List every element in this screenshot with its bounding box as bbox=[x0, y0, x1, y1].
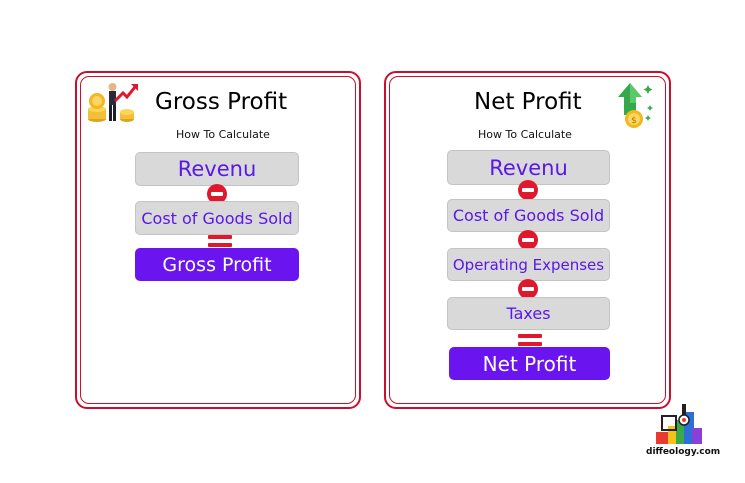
gross-profit-result-box: Gross Profit bbox=[135, 248, 299, 281]
svg-text:$: $ bbox=[631, 116, 637, 126]
diffeology-logo-icon bbox=[656, 404, 702, 444]
minus-operator bbox=[207, 184, 227, 204]
minus-operator bbox=[518, 230, 538, 250]
card-inner-border bbox=[389, 76, 666, 404]
operating-expenses-box: Operating Expenses bbox=[447, 248, 610, 281]
brand-text: diffeology.com bbox=[646, 447, 721, 457]
taxes-box: Taxes bbox=[447, 297, 610, 330]
revenue-box: Revenu bbox=[447, 150, 610, 185]
minus-operator bbox=[518, 180, 538, 200]
card-subtitle: How To Calculate bbox=[478, 128, 572, 141]
businessman-coins-chart-icon bbox=[88, 83, 138, 122]
net-profit-result-box: Net Profit bbox=[449, 347, 610, 380]
revenue-box: Revenu bbox=[135, 152, 299, 186]
equals-operator bbox=[518, 334, 542, 346]
cost-of-goods-sold-box: Cost of Goods Sold bbox=[135, 201, 299, 235]
card-title: Net Profit bbox=[474, 89, 582, 115]
net-profit-card: Net Profit $ How To Calculate Revenu Cos… bbox=[384, 71, 671, 409]
card-subtitle: How To Calculate bbox=[176, 128, 270, 141]
card-inner-border bbox=[80, 76, 356, 404]
money-growth-arrow-icon: $ bbox=[618, 83, 653, 128]
minus-operator bbox=[518, 279, 538, 299]
gross-profit-card: Gross Profit How To Calculate Revenu Cos… bbox=[75, 71, 361, 409]
cost-of-goods-sold-box: Cost of Goods Sold bbox=[447, 199, 610, 232]
equals-operator bbox=[208, 235, 232, 247]
card-title: Gross Profit bbox=[155, 89, 288, 115]
